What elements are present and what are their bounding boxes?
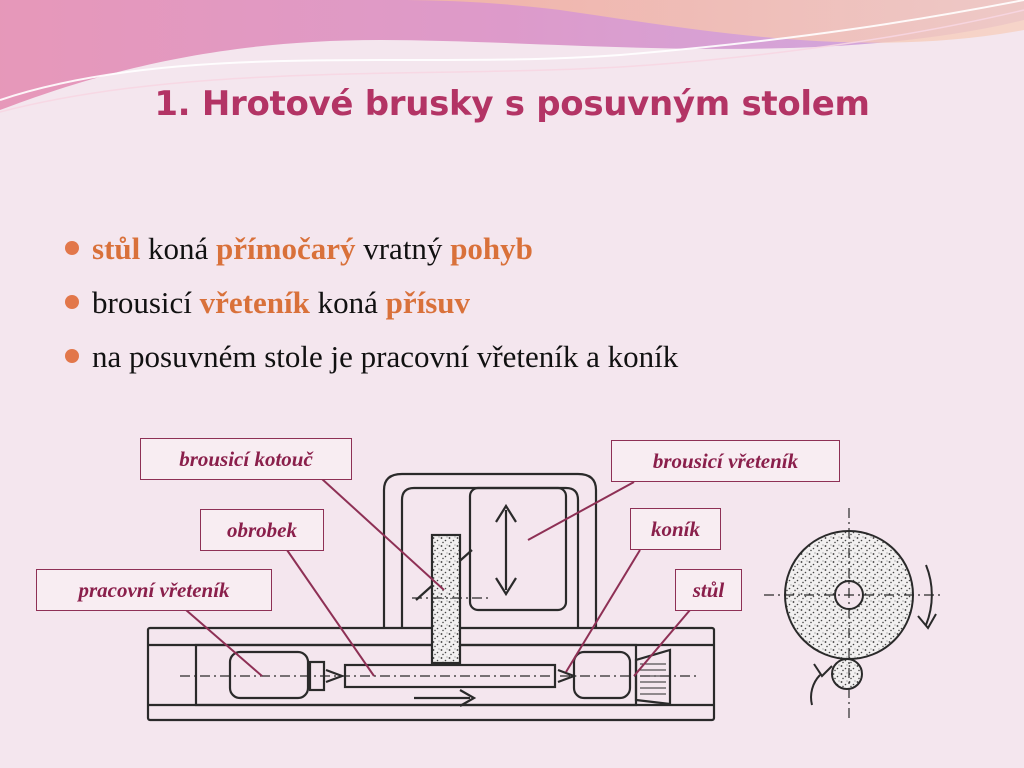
bullet-item: na posuvném stole je pracovní vřeteník a… [62,330,678,384]
bullet-text: koná [309,285,386,320]
label-workpiece: obrobek [200,509,324,551]
label-grinding-wheel: brousicí kotouč [140,438,352,480]
label-table: stůl [675,569,742,611]
bullet-dot-icon [65,295,79,309]
bullet-text: na posuvném stole je pracovní vřeteník a… [92,339,679,374]
bullet-dot-icon [65,241,79,255]
bullet-list: stůl koná přímočarý vratný pohyb brousic… [62,222,678,384]
highlight-word: vřeteník [199,285,310,320]
bullet-text: vratný [355,231,451,266]
highlight-word: pohyb [450,231,533,266]
label-work-head: pracovní vřeteník [36,569,272,611]
header-waves [0,0,1024,113]
slide-title: 1. Hrotové brusky s posuvným stolem [154,84,870,124]
label-grinding-head: brousicí vřeteník [611,440,840,482]
highlight-word: stůl [92,231,141,266]
bullet-item: stůl koná přímočarý vratný pohyb [62,222,678,276]
label-tailstock: koník [630,508,721,550]
highlight-word: přímočarý [216,231,356,266]
grinding-wheel-shape [430,533,462,665]
highlight-word: přísuv [385,285,471,320]
work-head-body [228,650,310,700]
bullet-item: brousicí vřeteník koná přísuv [62,276,678,330]
bullet-text: brousicí [92,285,200,320]
tailstock-body [572,650,632,700]
bullet-text: koná [140,231,217,266]
grinding-head-body [468,486,568,612]
bullet-dot-icon [65,349,79,363]
